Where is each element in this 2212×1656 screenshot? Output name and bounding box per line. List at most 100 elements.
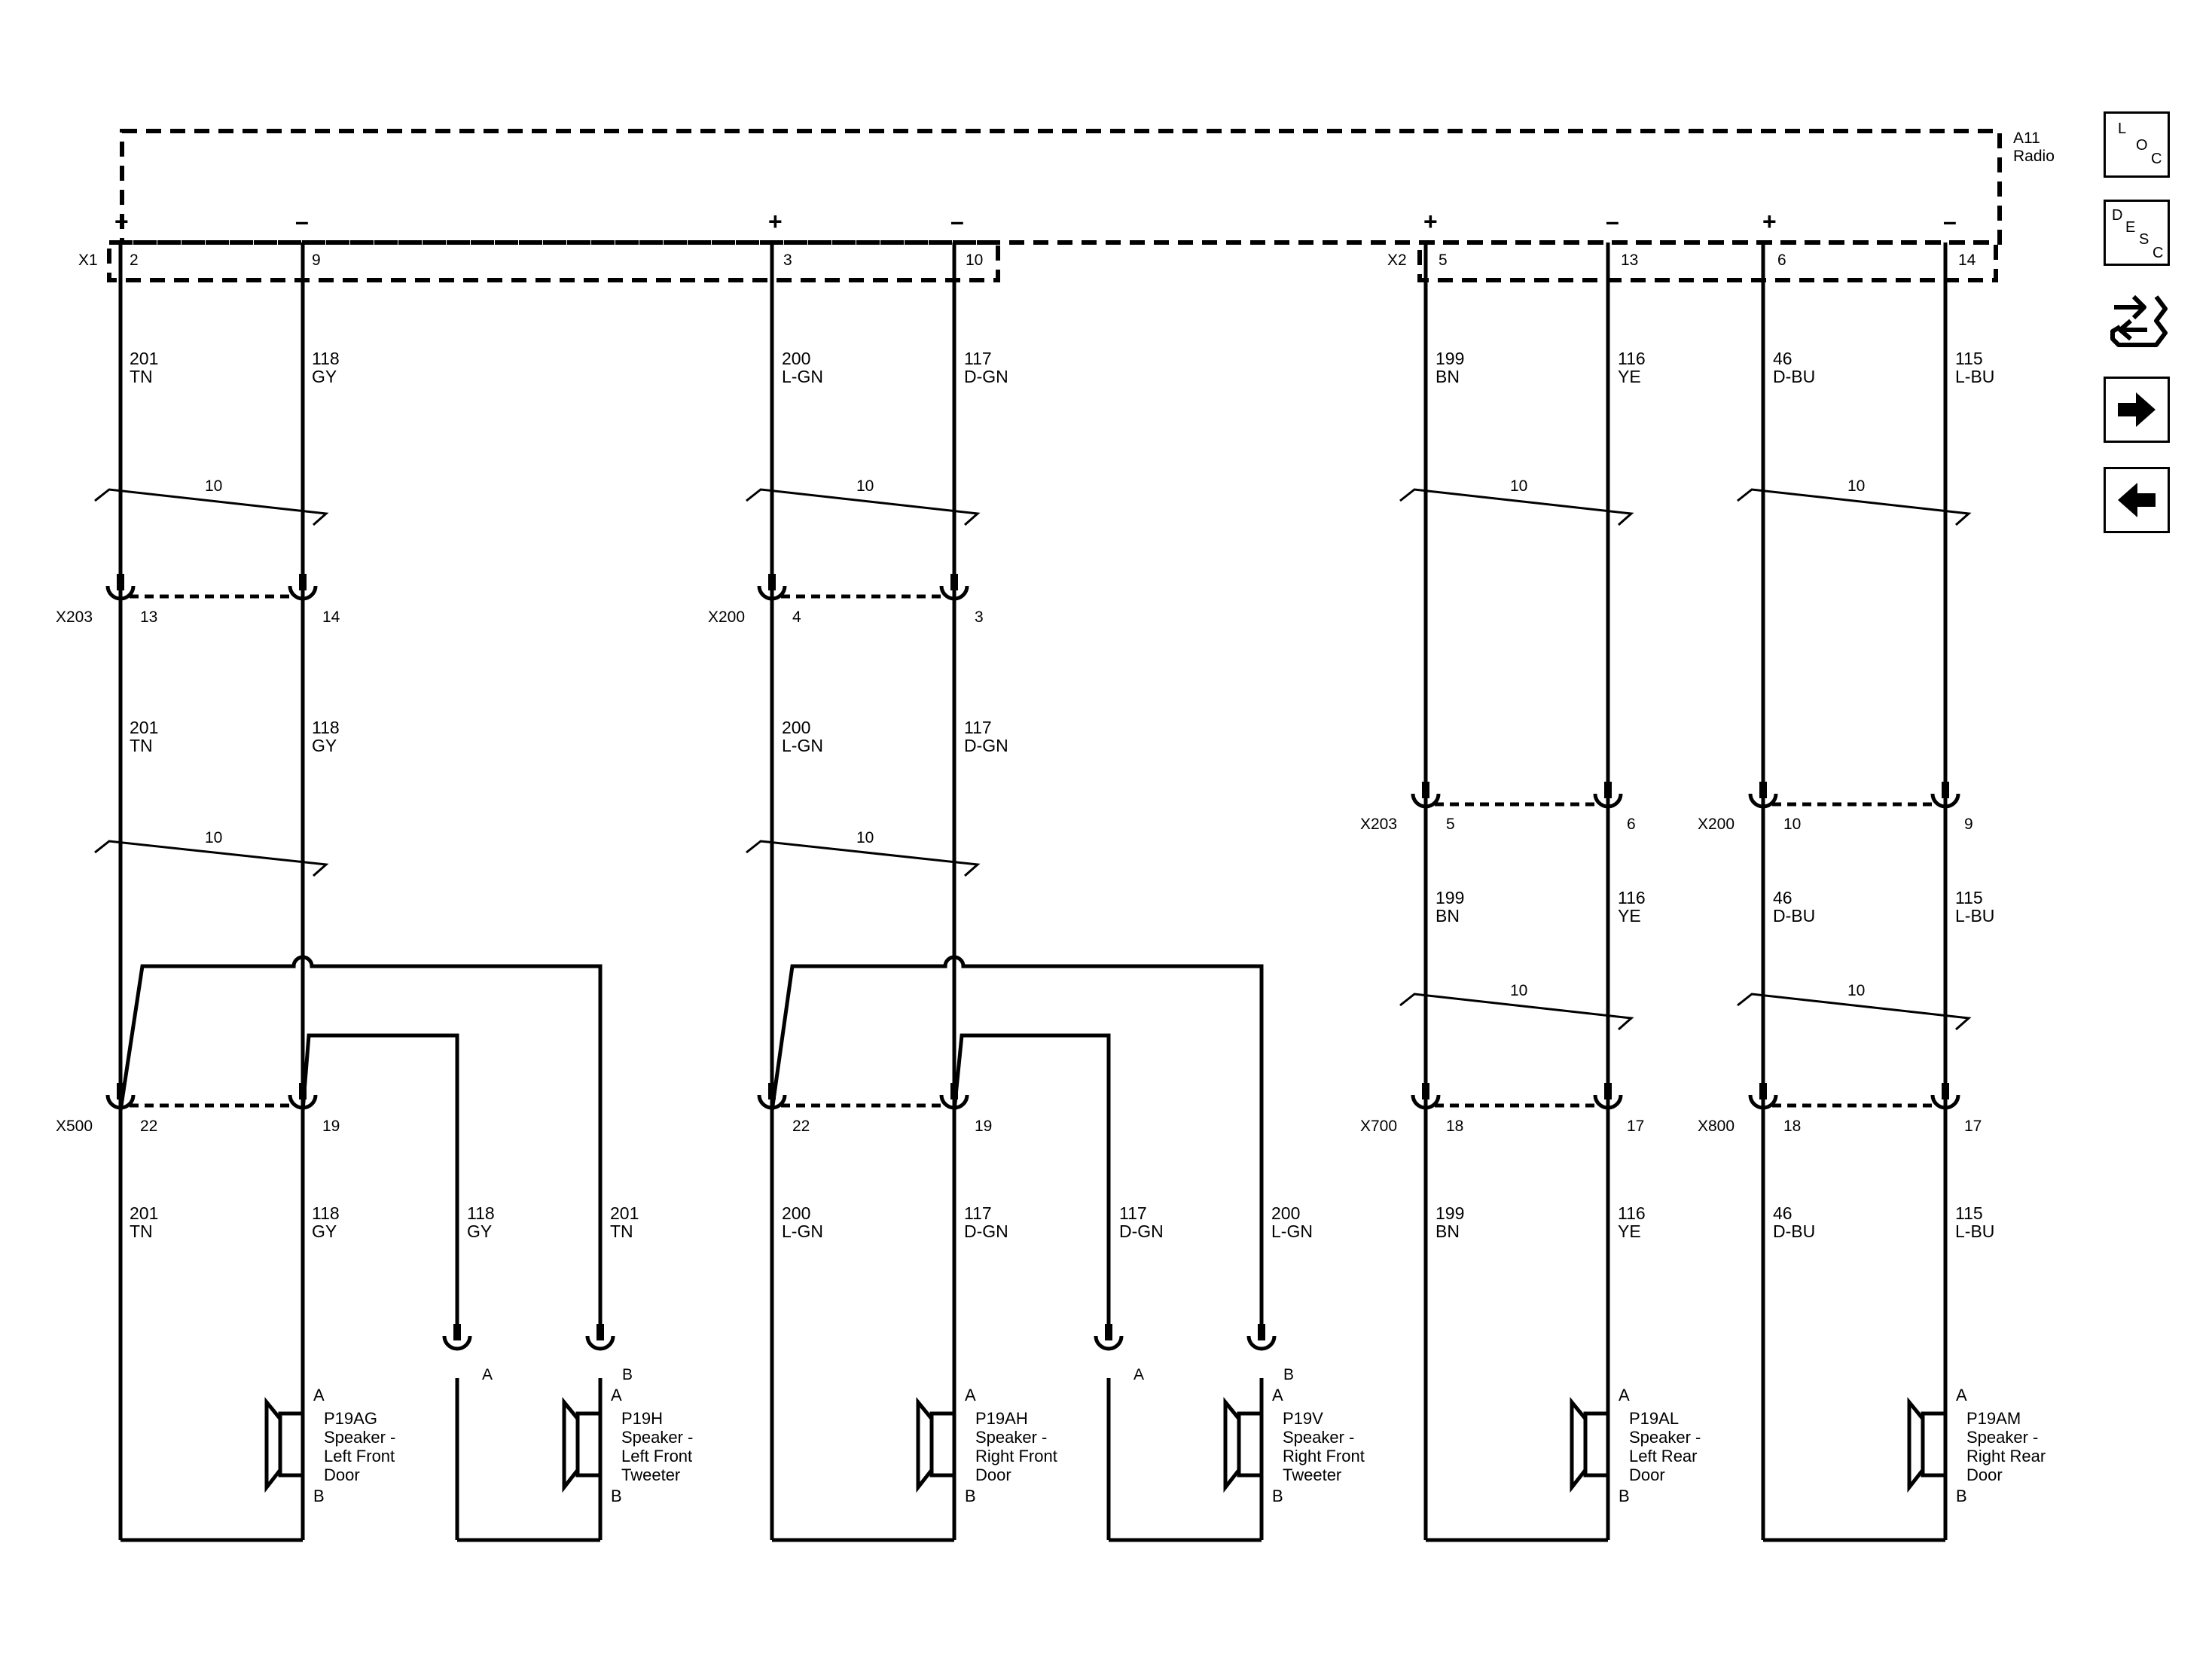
- wire-color: TN: [610, 1221, 633, 1241]
- connector-name: X203: [1360, 816, 1397, 833]
- wire-color: L-BU: [1955, 1221, 1994, 1241]
- terminal-pin: [1258, 1324, 1265, 1340]
- speaker-magnet: [929, 1411, 956, 1478]
- loc-button[interactable]: L O C: [2104, 111, 2170, 178]
- terminal-pin: [768, 574, 776, 590]
- wire-number: 46: [1773, 888, 1792, 907]
- terminal-pin: [950, 1083, 958, 1099]
- wire-color: L-GN: [782, 367, 823, 386]
- wire-color: L-GN: [782, 1221, 823, 1241]
- desc-letter: D: [2112, 207, 2123, 224]
- wire-color: D-GN: [964, 367, 1008, 386]
- speaker-pin-b: B: [1272, 1487, 1283, 1505]
- terminal-cup: [1930, 793, 1960, 809]
- wire-number: 199: [1436, 1203, 1464, 1223]
- wire-number: 46: [1773, 1203, 1792, 1223]
- connector-pin: 3: [975, 608, 984, 626]
- speaker-pin-a: A: [482, 1366, 493, 1383]
- speaker-pin-b: B: [313, 1487, 325, 1505]
- twist-label: 10: [856, 829, 874, 846]
- wire-color: YE: [1618, 906, 1641, 926]
- speaker-pin-a: A: [1956, 1386, 1967, 1404]
- terminal-cup: [105, 1094, 136, 1110]
- speaker-id: P19AG: [324, 1409, 377, 1428]
- wire-labels: 201 TN 118 GY 200 L-GN 117 D-GN 199 BN 1…: [130, 349, 1994, 1241]
- speaker-pin-b: B: [1956, 1487, 1967, 1505]
- connector-pin: 18: [1446, 1118, 1463, 1135]
- connector-name: X200: [1698, 816, 1735, 833]
- pin-number: 2: [130, 252, 139, 269]
- connector-x2-label: X2: [1387, 252, 1407, 269]
- radio-module: [107, 129, 2002, 282]
- next-button[interactable]: [2104, 377, 2170, 443]
- terminal-cup: [757, 585, 787, 601]
- wire-color: GY: [312, 1221, 337, 1241]
- pin-polarity: +: [768, 208, 783, 235]
- desc-button[interactable]: D E S C: [2104, 200, 2170, 266]
- twist-label: 10: [1847, 477, 1865, 495]
- terminal-pin: [1759, 1083, 1767, 1099]
- pin-polarity: +: [1423, 208, 1438, 235]
- wire-number: 115: [1955, 1203, 1983, 1223]
- pin-polarity: +: [1762, 208, 1777, 235]
- speaker-description: Right Front: [975, 1447, 1057, 1465]
- connector-tool-button[interactable]: [2104, 286, 2170, 352]
- pin-number: 10: [966, 252, 983, 269]
- terminal-pin: [1422, 1083, 1429, 1099]
- speaker-description: Speaker -: [1629, 1428, 1701, 1447]
- terminal-pin: [596, 1324, 604, 1340]
- speaker-id: P19AM: [1966, 1409, 2021, 1428]
- speaker-description: Speaker -: [975, 1428, 1047, 1447]
- wire-number: 117: [964, 349, 992, 368]
- inline-connector-links: [130, 594, 1936, 1108]
- twist-label: 10: [205, 477, 222, 495]
- wires: [118, 242, 1948, 1542]
- twist-label: 10: [1510, 982, 1527, 999]
- connector-pin: 14: [322, 608, 340, 626]
- speaker-pin-b: B: [1283, 1366, 1294, 1383]
- twist-label: 10: [1510, 477, 1527, 495]
- terminal-cup: [757, 1094, 787, 1110]
- speaker-pin-b: B: [1619, 1487, 1630, 1505]
- speaker-description: Speaker -: [324, 1428, 395, 1447]
- terminal-pin: [453, 1324, 461, 1340]
- pin-number: 14: [1958, 252, 1976, 269]
- pin-number: 13: [1621, 252, 1638, 269]
- terminal-pin: [299, 1083, 307, 1099]
- speaker-description: Door: [324, 1465, 360, 1484]
- pin-number: 5: [1439, 252, 1448, 269]
- speaker-description: Speaker -: [621, 1428, 693, 1447]
- speaker-magnet: [1921, 1411, 1948, 1478]
- connector-pin: 4: [792, 608, 801, 626]
- wire-color: D-BU: [1773, 367, 1815, 386]
- wire-color: L-GN: [1271, 1221, 1313, 1241]
- wire-number: 201: [130, 349, 158, 368]
- speaker-magnet: [1583, 1411, 1610, 1478]
- wire-color: D-GN: [964, 736, 1008, 755]
- wire-number: 201: [130, 1203, 158, 1223]
- speaker-pin-a: A: [313, 1386, 325, 1404]
- terminal-pin: [1942, 1083, 1949, 1099]
- wire-color: TN: [130, 1221, 153, 1241]
- pin-number: 6: [1777, 252, 1786, 269]
- wire-color: GY: [312, 736, 337, 755]
- speaker-cone: [1907, 1396, 1924, 1493]
- speaker-description: Left Rear: [1629, 1447, 1698, 1465]
- wire-color: L-GN: [782, 736, 823, 755]
- wire-number: 199: [1436, 349, 1464, 368]
- terminal-cup: [1593, 1094, 1623, 1110]
- connector-pin: 19: [975, 1118, 992, 1135]
- speaker-pin-a: A: [965, 1386, 976, 1404]
- wire-number: 118: [467, 1203, 495, 1223]
- wire-number: 115: [1955, 349, 1983, 368]
- terminal-cup: [1748, 793, 1778, 809]
- desc-letter: S: [2139, 231, 2149, 248]
- connector-pin: 19: [322, 1118, 340, 1135]
- loc-letter: O: [2136, 137, 2148, 154]
- terminal-cup: [288, 1094, 318, 1110]
- twist-label: 10: [1847, 982, 1865, 999]
- back-button[interactable]: [2104, 467, 2170, 533]
- speaker-magnet: [278, 1411, 305, 1478]
